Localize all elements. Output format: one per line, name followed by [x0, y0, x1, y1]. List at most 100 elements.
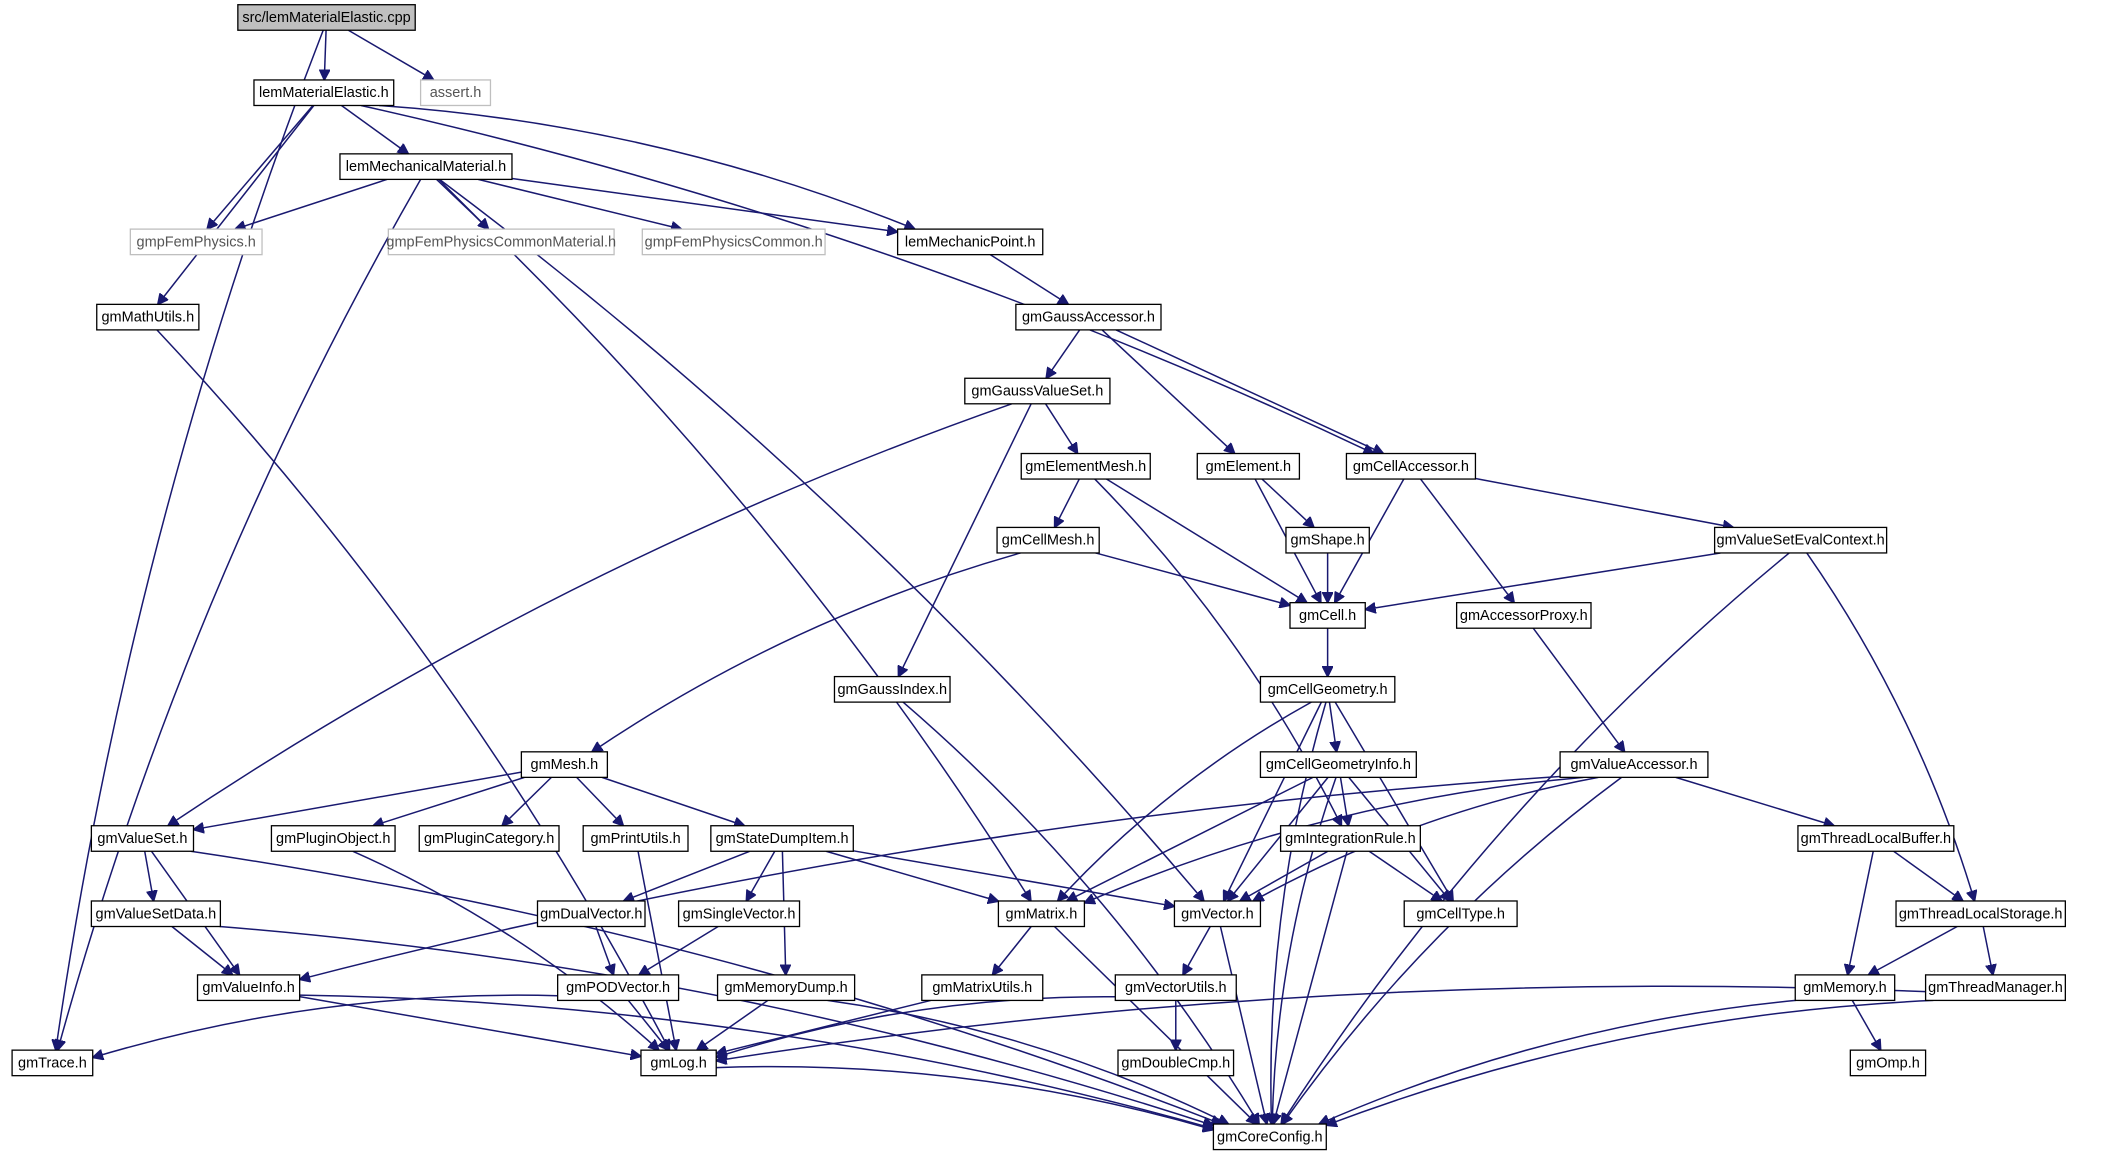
node-box — [1895, 900, 2066, 928]
graph-node-gtlb[interactable]: gmThreadLocalBuffer.h — [1797, 825, 1955, 852]
graph-node-gcm[interactable]: gmCellMesh.h — [996, 526, 1100, 554]
node-label: gmCoreConfig.h — [1217, 1129, 1323, 1145]
include-edge-gcm-to-gmesh — [592, 552, 1021, 752]
graph-node-gmd[interactable]: gmMemoryDump.h — [716, 974, 856, 1002]
graph-node-gmesh[interactable]: gmMesh.h — [520, 751, 609, 779]
node-box — [96, 303, 200, 331]
node-box — [677, 900, 801, 928]
graph-node-gvu[interactable]: gmVectorUtils.h — [1114, 974, 1237, 1002]
node-label: gmGaussIndex.h — [837, 682, 947, 698]
node-label: gmCell.h — [1299, 608, 1356, 624]
graph-node-gcc[interactable]: gmCoreConfig.h — [1212, 1123, 1327, 1151]
graph-node-gga[interactable]: gmGaussAccessor.h — [1015, 303, 1162, 331]
graph-node-gsh[interactable]: gmShape.h — [1285, 526, 1370, 554]
graph-node-glog[interactable]: gmLog.h — [640, 1049, 717, 1077]
graph-node-gsv[interactable]: gmSingleVector.h — [677, 900, 801, 928]
node-label: gmVectorUtils.h — [1125, 980, 1227, 996]
node-label: gmMemoryDump.h — [724, 980, 847, 996]
graph-node-gtm[interactable]: gmThreadManager.h — [1924, 974, 2066, 1002]
graph-node-gomp[interactable]: gmOmp.h — [1849, 1049, 1927, 1077]
graph-node-lmp[interactable]: lemMechanicPoint.h — [896, 228, 1044, 256]
include-edge-gmesh-to-gvset — [194, 771, 522, 829]
include-edge-gpodv-to-glog — [627, 999, 668, 1050]
node-label: gmDualVector.h — [540, 906, 642, 922]
graph-node-gca[interactable]: gmCellAccessor.h — [1345, 452, 1477, 480]
node-label: gmCellType.h — [1416, 906, 1505, 922]
node-box — [716, 974, 856, 1002]
graph-node-gdc[interactable]: gmDoubleCmp.h — [1117, 1049, 1235, 1077]
include-edge-gca-to-gvsec — [1475, 477, 1733, 528]
graph-node-lmm[interactable]: lemMechanicalMaterial.h — [339, 153, 513, 181]
node-box — [90, 900, 222, 928]
graph-node-lme[interactable]: lemMaterialElastic.h — [253, 79, 395, 107]
include-edge-gsdi-to-gmat — [825, 850, 998, 901]
node-label: gmTrace.h — [18, 1055, 87, 1071]
node-box — [1713, 526, 1888, 554]
include-edge-gmd-to-glog — [697, 999, 769, 1050]
include-edge-gvi-to-gcc — [299, 994, 1214, 1128]
include-edge-gcm-to-gcell — [1095, 552, 1290, 605]
graph-node-gap[interactable]: gmAccessorProxy.h — [1455, 602, 1592, 629]
include-edge-gvset-to-gcc — [190, 850, 1222, 1124]
graph-node-gvi[interactable]: gmValueInfo.h — [196, 974, 301, 1002]
node-label: gmValueSetData.h — [96, 906, 217, 922]
graph-node-gcgi[interactable]: gmCellGeometryInfo.h — [1259, 751, 1417, 779]
graph-node-ggvs[interactable]: gmGaussValueSet.h — [964, 377, 1111, 405]
include-edge-gsdi-to-gvec — [853, 850, 1174, 907]
node-label: gmThreadLocalBuffer.h — [1801, 831, 1951, 847]
include-edge-gir-to-gct — [1368, 850, 1442, 901]
graph-node-gva[interactable]: gmValueAccessor.h — [1559, 751, 1709, 779]
node-box — [1455, 602, 1592, 629]
graph-node-gvsec[interactable]: gmValueSetEvalContext.h — [1713, 526, 1888, 554]
include-edge-gmesh-to-gsdi — [601, 776, 744, 825]
include-edge-gsdi-to-gsv — [746, 850, 776, 901]
graph-node-gvec[interactable]: gmVector.h — [1173, 900, 1262, 928]
node-box — [1279, 825, 1421, 852]
include-edge-gap-to-gva — [1532, 627, 1624, 752]
include-edge-gvsec-to-gtls — [1806, 552, 1975, 901]
node-label: lemMechanicPoint.h — [905, 234, 1036, 250]
graph-node-gpu[interactable]: gmPrintUtils.h — [582, 825, 689, 852]
include-edge-lmp-to-gga — [989, 254, 1068, 305]
graph-node-gct[interactable]: gmCellType.h — [1403, 900, 1518, 928]
node-box — [237, 4, 416, 31]
graph-node-gcg[interactable]: gmCellGeometry.h — [1259, 675, 1396, 703]
graph-node-gpo[interactable]: gmPluginObject.h — [270, 825, 396, 852]
include-edge-gcgi-to-gir — [1339, 777, 1348, 825]
graph-node-gem[interactable]: gmElementMesh.h — [1020, 452, 1151, 480]
graph-node-gsdi[interactable]: gmStateDumpItem.h — [710, 825, 854, 852]
graph-node-gel[interactable]: gmElement.h — [1196, 452, 1301, 480]
include-edge-gpu-to-glog — [637, 851, 676, 1050]
graph-node-gmatu[interactable]: gmMatrixUtils.h — [921, 974, 1044, 1002]
include-edge-lme-to-lmm — [341, 104, 408, 153]
node-box — [1212, 1123, 1327, 1151]
graph-node-ggi[interactable]: gmGaussIndex.h — [833, 675, 951, 703]
node-box — [1794, 974, 1896, 1002]
node-label: gmValueAccessor.h — [1570, 757, 1697, 773]
graph-node-gvsd[interactable]: gmValueSetData.h — [90, 900, 222, 928]
graph-node-gtls[interactable]: gmThreadLocalStorage.h — [1895, 900, 2066, 928]
node-box — [253, 79, 395, 107]
graph-node-gpodv[interactable]: gmPODVector.h — [557, 974, 680, 1002]
node-label: gmElement.h — [1206, 459, 1291, 475]
node-box — [710, 825, 854, 852]
graph-node-gcell[interactable]: gmCell.h — [1289, 602, 1366, 629]
graph-node-gvset[interactable]: gmValueSet.h — [90, 825, 195, 852]
include-edge-gva-to-gmat — [1084, 776, 1584, 903]
node-box — [418, 825, 560, 852]
include-edge-gdv-to-gpodv — [595, 926, 614, 975]
node-label: gmValueInfo.h — [202, 980, 294, 996]
node-label: gmStateDumpItem.h — [716, 831, 849, 847]
graph-node-gtr[interactable]: gmTrace.h — [11, 1049, 94, 1077]
graph-node-gdv[interactable]: gmDualVector.h — [536, 900, 646, 928]
node-box — [536, 900, 646, 928]
graph-node-gir[interactable]: gmIntegrationRule.h — [1279, 825, 1421, 852]
graph-node-gmem[interactable]: gmMemory.h — [1794, 974, 1896, 1002]
graph-node-asrt: assert.h — [419, 79, 492, 107]
include-edge-src-to-lme — [324, 30, 326, 80]
node-box — [996, 526, 1100, 554]
graph-node-gpc[interactable]: gmPluginCategory.h — [418, 825, 560, 852]
graph-node-gmat[interactable]: gmMatrix.h — [997, 900, 1086, 928]
graph-node-gmu[interactable]: gmMathUtils.h — [96, 303, 200, 331]
